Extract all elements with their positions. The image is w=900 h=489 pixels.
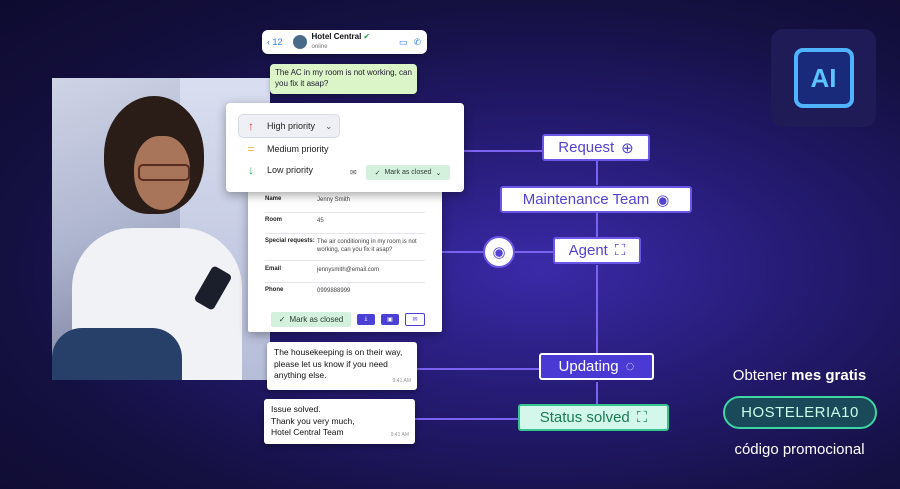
form-row-room: Room 45: [265, 217, 425, 234]
promo-code-button[interactable]: HOSTELERIA10: [723, 396, 877, 429]
avatar: [292, 35, 307, 49]
contact-name: Hotel Central: [311, 32, 362, 41]
user-scan-icon: ⛶: [636, 409, 648, 426]
reply-message-1: The housekeeping is on their way, please…: [267, 342, 417, 390]
video-call-icon[interactable]: ▭: [398, 36, 408, 47]
verified-icon: ✔: [363, 32, 371, 41]
envelope-icon: ✉: [412, 317, 418, 323]
promo-caption: código promocional: [734, 441, 865, 458]
equals-icon: =: [247, 142, 255, 156]
chevron-down-icon: ⌄: [325, 120, 333, 131]
ai-logo: AI: [771, 29, 876, 127]
check-icon: ✓: [374, 169, 381, 177]
arrow-up-icon: ↑: [248, 119, 254, 133]
plus-circle-icon: ⊕: [621, 139, 634, 157]
back-count: 12: [272, 37, 283, 47]
arrow-down-icon: ↓: [248, 163, 254, 177]
flow-node-request: Request ⊕: [542, 134, 650, 161]
reply-message-2: Issue solved. Thank you very much, Hotel…: [264, 399, 415, 444]
mark-closed-button[interactable]: ✓ Mark as closed: [271, 312, 351, 327]
ai-logo-mark: AI: [793, 48, 854, 108]
message-time: 9:41 AM: [390, 431, 409, 438]
download-icon: ⤓: [364, 316, 368, 322]
message-time: 9:41 AM: [392, 377, 411, 384]
priority-option-low[interactable]: ↓ Low priority: [245, 163, 313, 177]
form-row-email: Email jennysmith@email.com: [265, 266, 425, 283]
form-row-special-requests: Special requests: The air conditioning i…: [265, 238, 425, 261]
priority-card: ↑ High priority ⌄ = Medium priority ↓ Lo…: [226, 103, 464, 192]
guest-message: The AC in my room is not working, can yo…: [270, 64, 417, 94]
phone-call-icon[interactable]: ✆: [413, 36, 421, 47]
priority-select[interactable]: ↑ High priority ⌄: [238, 114, 340, 138]
agent-avatar-icon: ◉: [483, 236, 515, 268]
flow-node-updating: Updating ◌: [539, 353, 654, 380]
check-icon: ✓: [278, 315, 286, 324]
form-row-phone: Phone 0999888999: [265, 287, 351, 294]
print-button[interactable]: ▣: [381, 314, 399, 325]
print-icon: ▣: [387, 317, 393, 323]
promo-headline: Obtener mes gratis: [732, 367, 867, 384]
email-button[interactable]: ✉: [405, 313, 425, 326]
user-circle-icon: ◉: [656, 191, 670, 209]
flow-node-solved: Status solved ⛶: [518, 404, 669, 431]
flow-node-maintenance: Maintenance Team ◉: [500, 186, 692, 213]
chat-header: ‹ 12 Hotel Central✔ online ▭ ✆: [262, 30, 427, 54]
priority-option-medium[interactable]: = Medium priority: [245, 142, 328, 156]
loading-icon: ◌: [625, 358, 635, 375]
priority-mark-closed-button[interactable]: ✓ Mark as closed ⌄: [366, 165, 450, 180]
back-chevron-icon[interactable]: ‹ 12: [267, 37, 283, 47]
chevron-down-icon: ⌄: [435, 169, 442, 177]
request-form-card: Name Jenny Smith Room 45 Special request…: [248, 190, 442, 332]
download-button[interactable]: ⤓: [357, 314, 375, 325]
form-row-name: Name Jenny Smith: [265, 196, 425, 213]
contact-status: online: [311, 44, 328, 50]
flow-node-agent: Agent ⛶: [553, 237, 641, 264]
user-scan-icon: ⛶: [614, 242, 626, 259]
open-envelope-icon[interactable]: ✉: [350, 168, 357, 177]
priority-high-label: High priority: [267, 121, 316, 131]
